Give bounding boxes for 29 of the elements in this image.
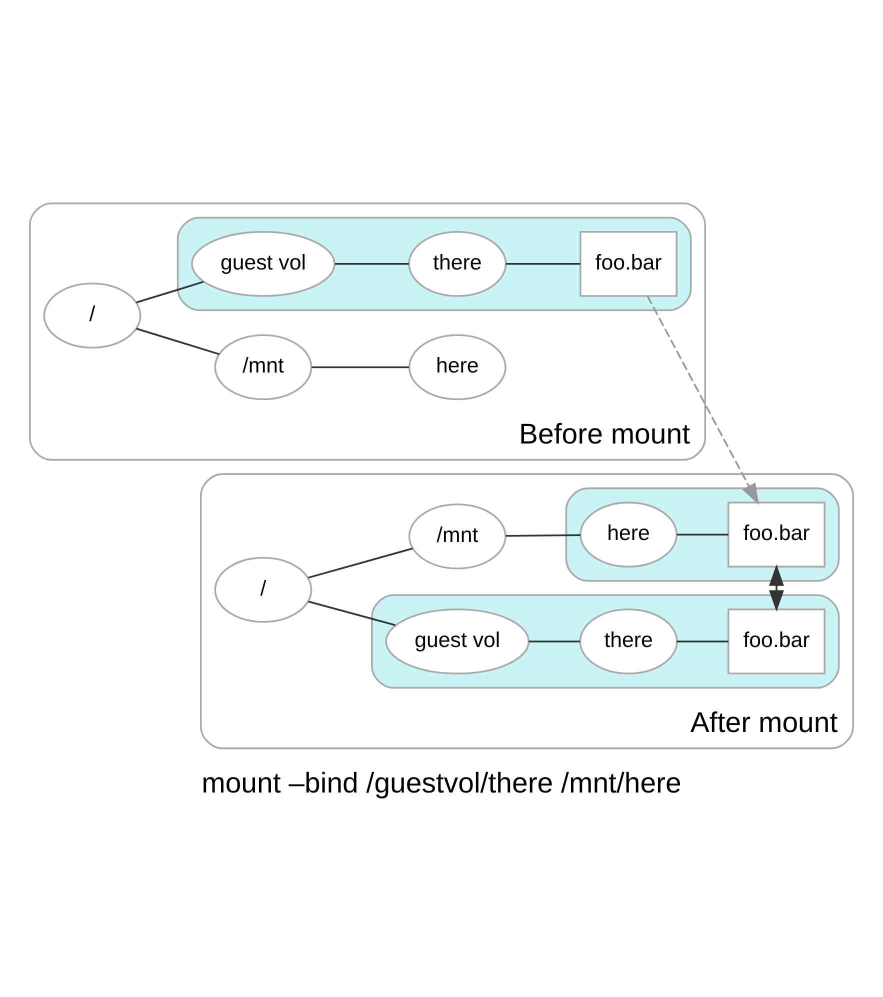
connector	[334, 262, 409, 264]
node-ellipse: here	[580, 501, 678, 568]
node-ellipse: there	[579, 608, 678, 674]
connector	[676, 640, 728, 642]
node-ellipse: /mnt	[408, 502, 506, 569]
connector	[506, 262, 580, 264]
arrow	[769, 564, 784, 612]
connector	[308, 600, 396, 626]
connector	[506, 534, 580, 536]
node-ellipse: /mnt	[214, 334, 312, 400]
node-ellipse: here	[408, 334, 506, 400]
connector	[528, 640, 580, 642]
cluster	[371, 594, 840, 688]
cluster	[176, 216, 692, 311]
cluster	[565, 486, 840, 582]
node-ellipse: /	[43, 282, 142, 348]
node-ellipse: guest vol	[385, 608, 530, 674]
node-box: foo.bar	[728, 501, 826, 568]
node-ellipse: there	[408, 230, 507, 296]
node-ellipse: guest vol	[191, 230, 336, 296]
connector	[136, 280, 204, 303]
connector	[136, 327, 220, 355]
node-ellipse: /	[214, 556, 312, 622]
caption: mount –bind /guestvol/there /mnt/here	[202, 766, 682, 799]
node-box: foo.bar	[580, 230, 678, 296]
connector	[312, 366, 409, 368]
connector	[676, 533, 728, 535]
connector	[308, 547, 413, 578]
node-box: foo.bar	[728, 608, 826, 674]
